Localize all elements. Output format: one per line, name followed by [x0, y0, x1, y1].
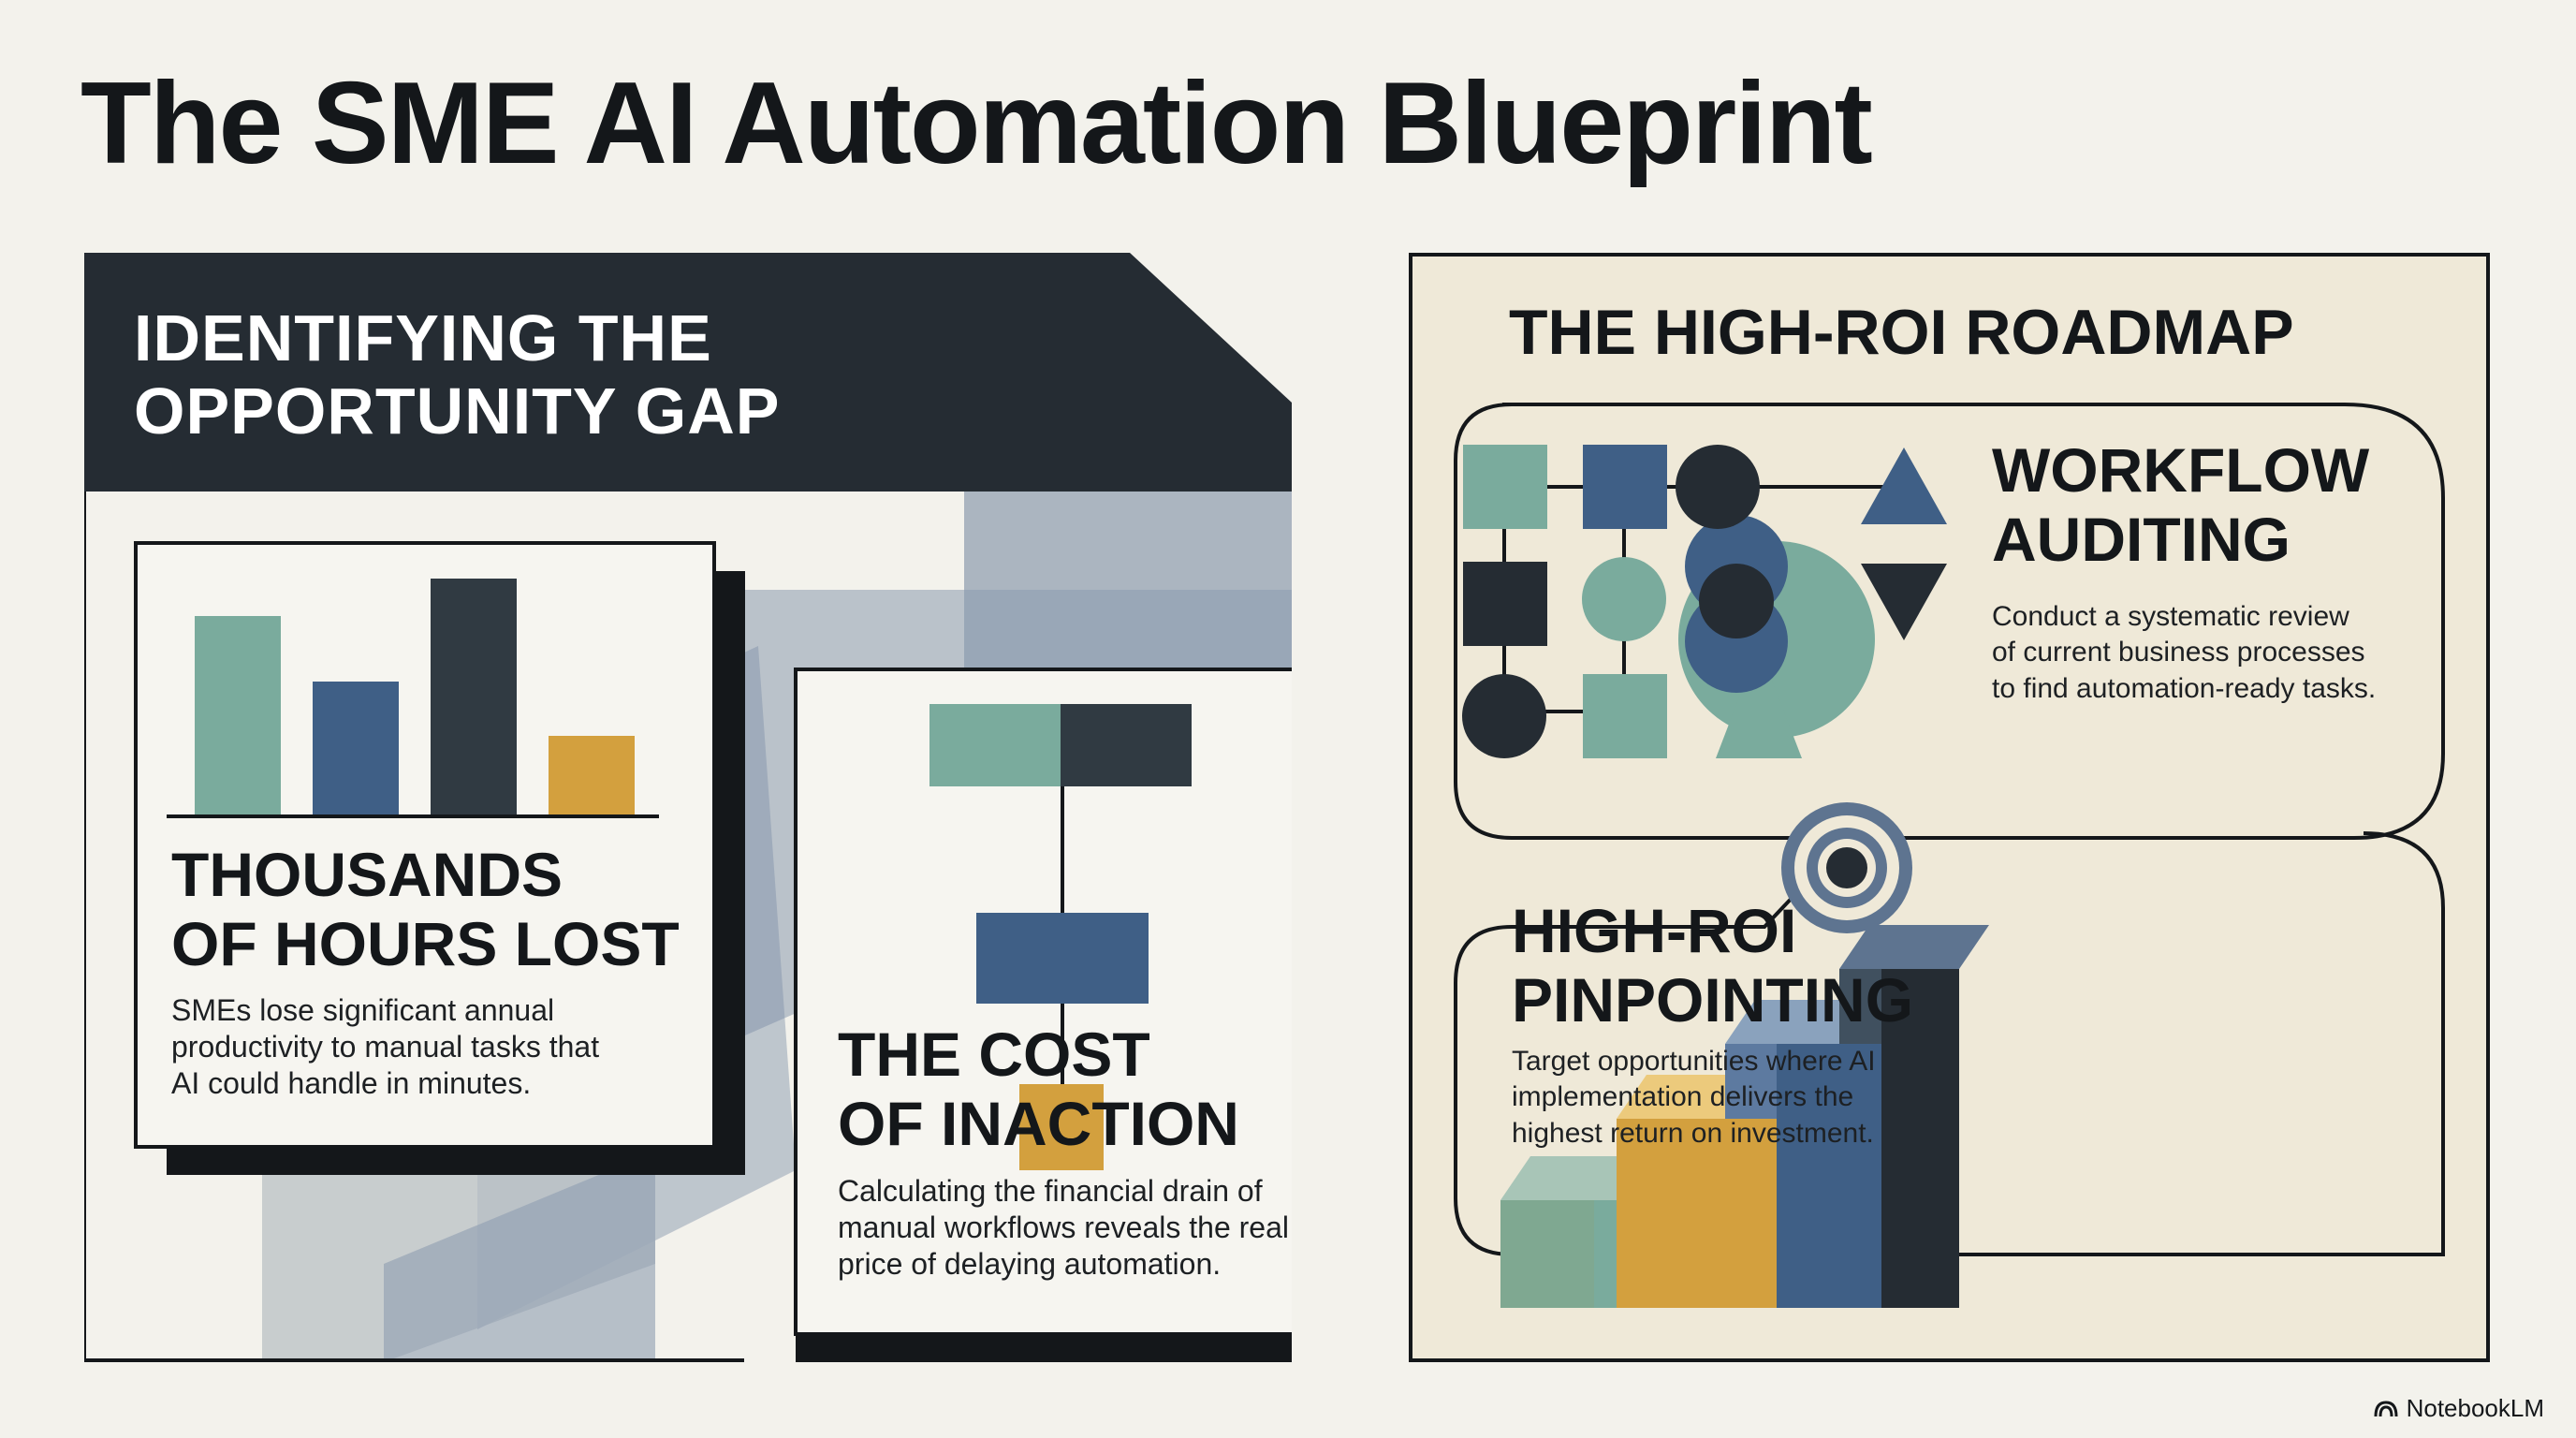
body-line: implementation delivers the — [1512, 1081, 1854, 1113]
panel-outline — [84, 492, 744, 1362]
heading-line: IDENTIFYING THE — [134, 301, 712, 374]
flow-block-dark — [1061, 704, 1192, 786]
roadmap-outline — [1454, 403, 2445, 1256]
title-line: THOUSANDS — [171, 840, 564, 909]
body-line: Target opportunities where AI — [1512, 1046, 1876, 1077]
workflow-auditing-title: WORKFLOW AUDITING — [1992, 435, 2370, 575]
panel-header-band — [84, 253, 1292, 492]
title-line: PINPOINTING — [1512, 964, 1914, 1034]
roadmap-heading: THE HIGH-ROI ROADMAP — [1509, 297, 2294, 368]
body-line: AI could handle in minutes. — [171, 1066, 532, 1101]
title-line: OF INACTION — [838, 1088, 1239, 1158]
flow-block-blue — [976, 913, 1149, 1004]
roi-pinpointing-title: HIGH-ROI PINPOINTING — [1512, 896, 1914, 1035]
workflow-auditing-body: Conduct a systematic review of current b… — [1992, 599, 2376, 707]
cost-inaction-body: Calculating the financial drain of manua… — [838, 1173, 1289, 1283]
bar-dark — [431, 579, 517, 814]
title-line: OF HOURS LOST — [171, 908, 680, 978]
title-line: WORKFLOW — [1992, 435, 2370, 505]
flow-block-mustard — [1019, 1084, 1104, 1170]
body-line: manual workflows reveals the real — [838, 1211, 1289, 1245]
body-line: Conduct a systematic review — [1992, 601, 2349, 632]
cost-inaction-title: THE COST OF INACTION — [838, 1020, 1239, 1159]
notebooklm-logo-icon — [2374, 1400, 2398, 1416]
flow-block-teal — [929, 704, 1061, 786]
workflow-network-icon — [1462, 445, 1947, 758]
body-line: price of delaying automation. — [838, 1247, 1222, 1282]
roi-pinpointing-body: Target opportunities where AI implementa… — [1512, 1044, 1876, 1152]
opportunity-gap-heading: IDENTIFYING THE OPPORTUNITY GAP — [134, 301, 780, 448]
bar-mustard — [549, 736, 635, 814]
title-line: HIGH-ROI — [1512, 896, 1797, 965]
body-line: Calculating the financial drain of — [838, 1174, 1263, 1208]
decor-parallelogram — [384, 1152, 655, 1362]
hours-lost-title: THOUSANDS OF HOURS LOST — [171, 840, 680, 979]
roadmap-panel — [1409, 253, 2490, 1362]
notebooklm-brand: NotebookLM — [2373, 1394, 2544, 1423]
body-line: to find automation-ready tasks. — [1992, 672, 2377, 704]
workflow-box-outline — [1454, 403, 1952, 840]
opportunity-gap-panel — [84, 253, 1292, 1362]
bar-blue — [313, 682, 399, 814]
roi-staircase-icon — [1500, 802, 1989, 1308]
body-line: productivity to manual tasks that — [171, 1030, 600, 1064]
title-line: AUDITING — [1992, 504, 2291, 574]
bar-teal — [195, 616, 281, 814]
body-line: highest return on investment. — [1512, 1117, 1874, 1149]
title-line: THE COST — [838, 1020, 1150, 1089]
heading-line: OPPORTUNITY GAP — [134, 374, 781, 448]
body-line: SMEs lose significant annual — [171, 993, 555, 1027]
page-title: The SME AI Automation Blueprint — [80, 59, 1873, 188]
hours-lost-body: SMEs lose significant annual productivit… — [171, 992, 599, 1102]
body-line: of current business processes — [1992, 637, 2365, 668]
brand-name: NotebookLM — [2406, 1394, 2544, 1422]
